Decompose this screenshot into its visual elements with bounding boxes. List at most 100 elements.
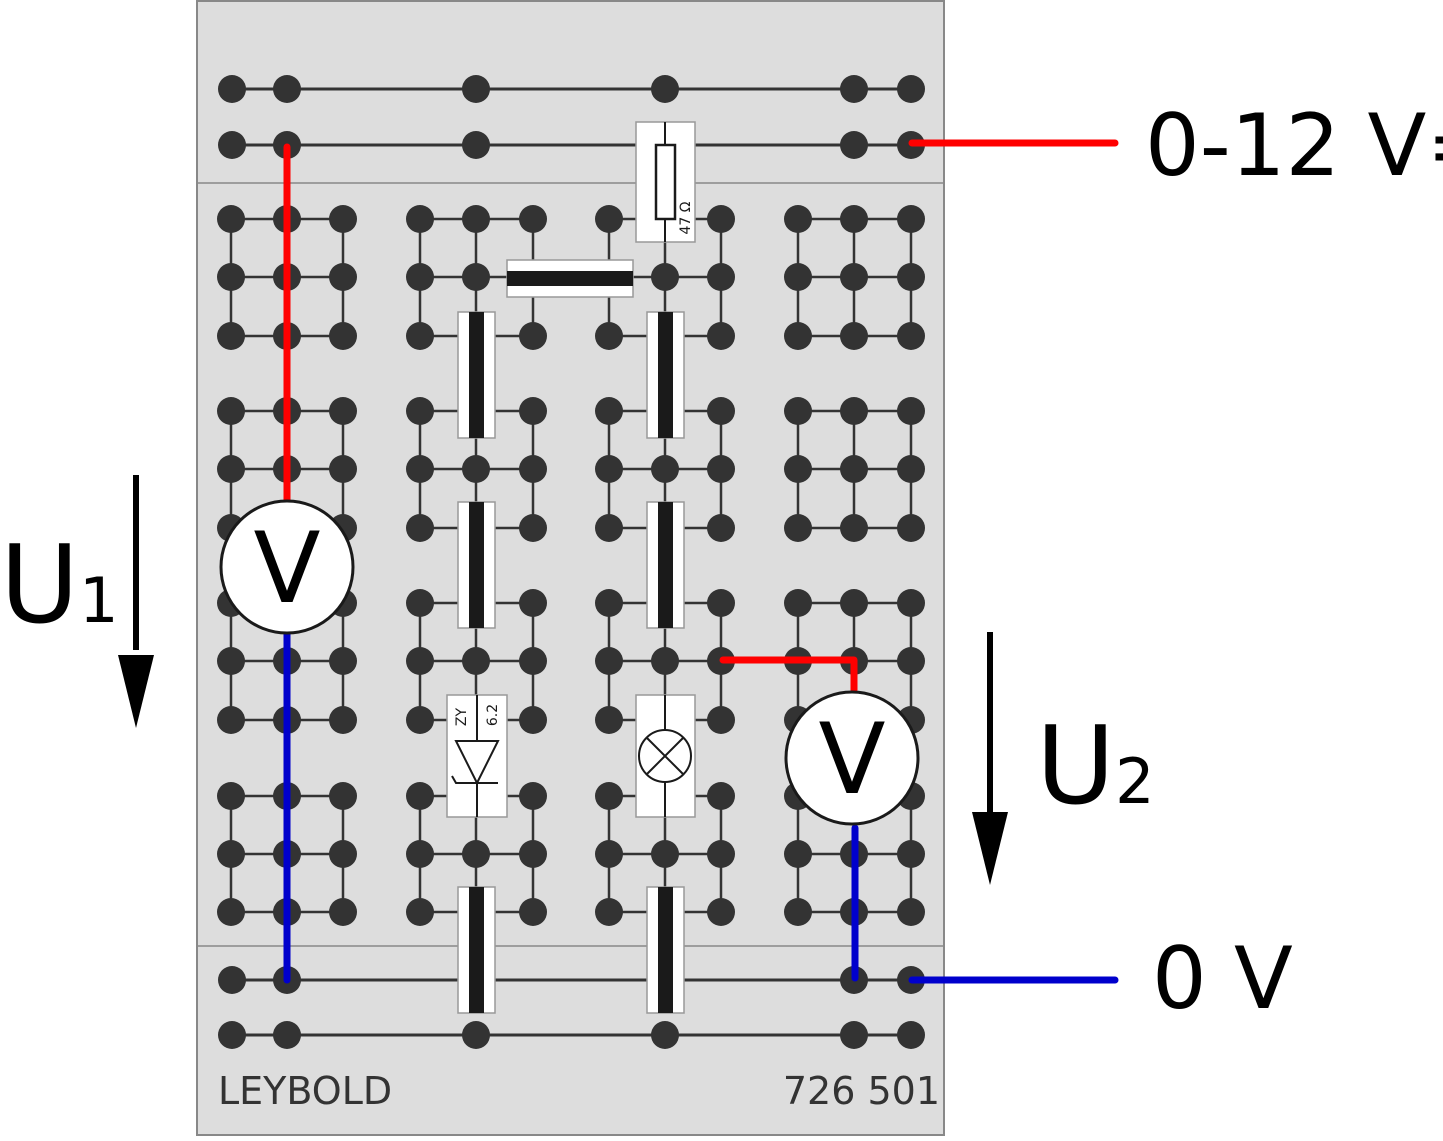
label-u2-subscript: 2 <box>1115 745 1154 818</box>
socket-dot <box>707 898 735 926</box>
bridge-vertical-4 <box>646 501 685 629</box>
rail-socket-dot <box>462 75 490 103</box>
diode-voltage-label: 6.2 <box>485 704 501 726</box>
socket-dot <box>217 205 245 233</box>
socket-dot <box>595 647 623 675</box>
socket-dot <box>406 397 434 425</box>
power-rails <box>232 87 912 1037</box>
socket-dot <box>217 322 245 350</box>
socket-dot <box>329 840 357 868</box>
rail-socket-dot <box>462 131 490 159</box>
socket-dot <box>406 840 434 868</box>
socket-dot <box>707 397 735 425</box>
socket-dot <box>595 706 623 734</box>
socket-dot <box>707 205 735 233</box>
rail-socket-dot <box>273 75 301 103</box>
socket-dot <box>217 397 245 425</box>
socket-dot <box>462 205 490 233</box>
rail-socket-dot <box>462 1021 490 1049</box>
bridge-vertical-1 <box>457 311 496 439</box>
socket-dot <box>595 898 623 926</box>
socket-dot <box>329 706 357 734</box>
socket-dot <box>217 782 245 810</box>
arrow-u2 <box>972 632 1008 885</box>
socket-dot <box>840 397 868 425</box>
rail-socket-dot <box>897 75 925 103</box>
socket-dot <box>519 898 547 926</box>
socket-dot <box>217 898 245 926</box>
socket-dot <box>707 514 735 542</box>
socket-dot <box>707 840 735 868</box>
socket-dot <box>595 205 623 233</box>
socket-dot <box>329 205 357 233</box>
socket-dot <box>329 647 357 675</box>
model-number-label: 726 501 <box>783 1069 940 1113</box>
bridge-vertical-5 <box>457 886 496 1014</box>
socket-dot <box>897 898 925 926</box>
socket-dot <box>217 455 245 483</box>
socket-dot <box>519 455 547 483</box>
socket-dot <box>897 322 925 350</box>
socket-dot <box>784 322 812 350</box>
socket-dot <box>784 263 812 291</box>
socket-dot <box>406 898 434 926</box>
socket-dot <box>840 263 868 291</box>
socket-dot <box>519 322 547 350</box>
socket-dot <box>217 647 245 675</box>
socket-dot <box>329 263 357 291</box>
socket-dot <box>595 514 623 542</box>
socket-dot <box>897 514 925 542</box>
socket-dot <box>217 706 245 734</box>
voltmeter-u2-body <box>784 690 920 826</box>
voltmeter-u1-body <box>219 499 355 635</box>
socket-dot <box>217 840 245 868</box>
label-u2: U2 <box>1036 704 1155 829</box>
socket-dot <box>707 706 735 734</box>
label-u2-letter: U <box>1036 704 1115 829</box>
socket-dot <box>651 840 679 868</box>
rail-socket-dot <box>273 1021 301 1049</box>
supply-bottom-label: 0 V <box>1152 929 1293 1029</box>
zener-diode: ZY 6.2 <box>446 694 508 818</box>
label-u1-letter: U <box>0 523 79 648</box>
socket-dot <box>595 840 623 868</box>
socket-dot <box>329 898 357 926</box>
socket-dot <box>406 205 434 233</box>
resistor-body <box>654 143 677 221</box>
rail-socket-dot <box>840 75 868 103</box>
socket-dot <box>897 263 925 291</box>
voltmeter-u1-symbol: V <box>253 512 320 626</box>
rail-socket-dot <box>897 1021 925 1049</box>
voltmeter-u2: V <box>784 690 920 826</box>
socket-dot <box>897 647 925 675</box>
socket-dot <box>784 205 812 233</box>
zener-bar <box>451 775 498 784</box>
socket-dot <box>784 898 812 926</box>
socket-dot <box>462 647 490 675</box>
bridge-vertical-3 <box>457 501 496 629</box>
socket-dot <box>595 589 623 617</box>
socket-dot <box>406 782 434 810</box>
socket-dot <box>462 840 490 868</box>
socket-dot <box>784 514 812 542</box>
socket-dot <box>897 397 925 425</box>
socket-dot <box>406 322 434 350</box>
arrow-u1 <box>118 475 154 728</box>
socket-dot <box>519 514 547 542</box>
rail-socket-dot <box>218 75 246 103</box>
socket-dot <box>329 322 357 350</box>
resistor-47-ohm: 47 Ω <box>635 121 696 243</box>
socket-dot <box>707 455 735 483</box>
socket-dot <box>595 322 623 350</box>
bridge-vertical-2 <box>646 311 685 439</box>
label-u1-subscript: 1 <box>79 564 118 637</box>
socket-dot <box>329 397 357 425</box>
diode-type-label: ZY <box>454 707 470 726</box>
socket-dot <box>406 263 434 291</box>
label-u1: U1 <box>0 523 119 648</box>
socket-dot <box>897 455 925 483</box>
socket-dot <box>406 647 434 675</box>
diode-triangle <box>454 740 500 786</box>
